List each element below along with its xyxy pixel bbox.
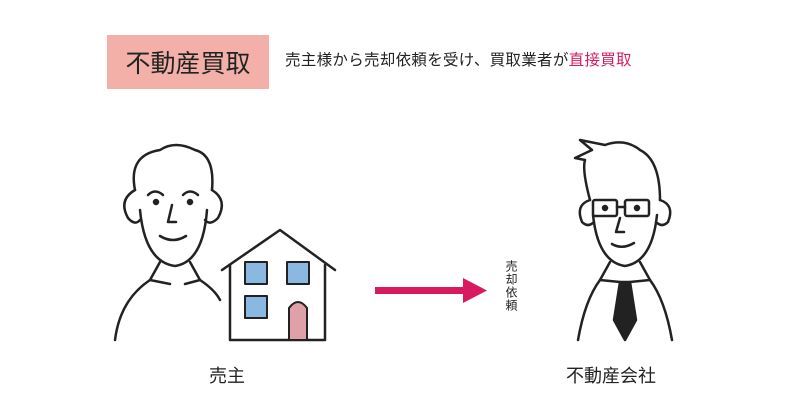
- description-highlight: 直接買取: [568, 51, 632, 69]
- house-illustration: [220, 228, 337, 342]
- arrow-label: 売却依頼: [504, 260, 518, 312]
- company-label: 不動産会社: [566, 366, 656, 387]
- description: 売主様から売却依頼を受け、買取業者が直接買取: [285, 48, 632, 70]
- arrow-icon: [375, 278, 487, 303]
- page-title: 不動産買取: [107, 35, 269, 89]
- company-person-illustration: [573, 138, 674, 342]
- seller-illustration: [113, 143, 224, 342]
- seller-label: 売主: [209, 366, 245, 387]
- description-text: 売主様から売却依頼を受け、買取業者が: [285, 51, 569, 69]
